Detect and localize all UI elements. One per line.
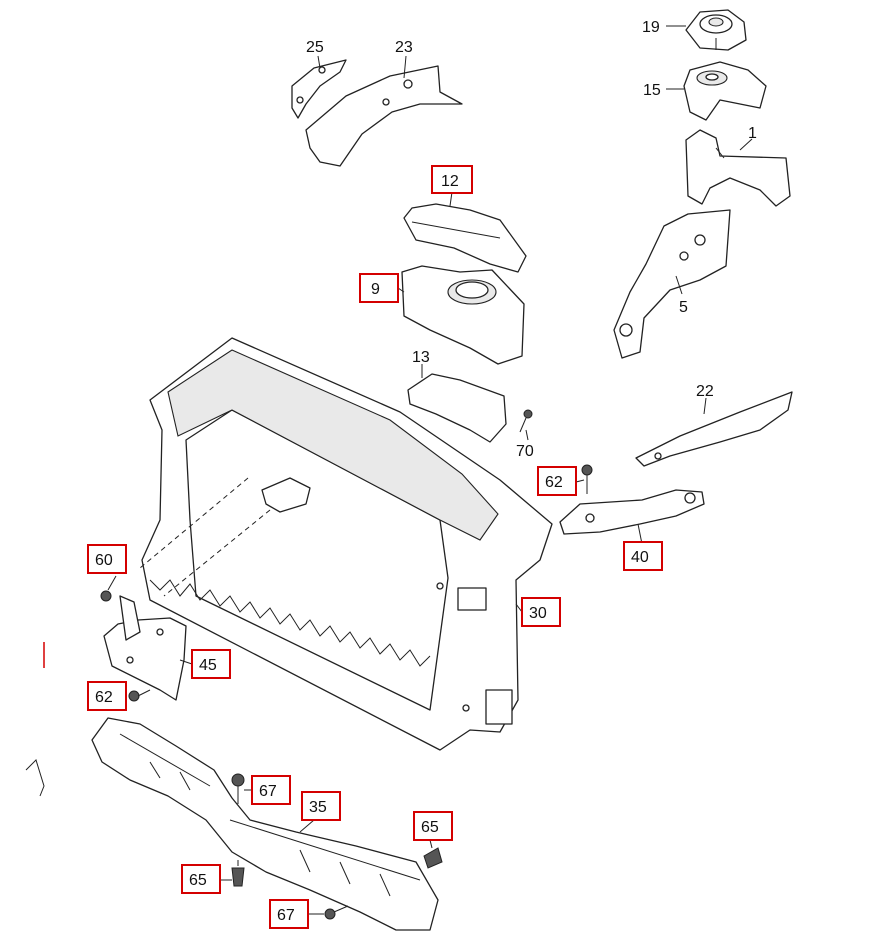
callout-13: 13 [412, 349, 430, 366]
callout-67-upper: 67 [259, 783, 277, 800]
callouts: 19 15 1 5 25 23 13 70 22 12 9 62 40 30 6… [87, 19, 757, 929]
callout-1: 1 [748, 125, 757, 142]
callout-67-lower: 67 [277, 907, 295, 924]
callout-65-left-box [181, 864, 221, 894]
callout-40: 40 [631, 549, 649, 566]
callout-70: 70 [516, 443, 534, 460]
part-62-bolt-upper [581, 464, 593, 494]
part-5-member [613, 209, 731, 359]
callout-62-upper: 62 [545, 474, 563, 491]
part-62-bolt-lower [128, 689, 151, 702]
callout-12: 12 [441, 173, 459, 190]
callout-25: 25 [306, 39, 324, 56]
callout-40-box [623, 541, 663, 571]
callout-65-right: 65 [421, 819, 439, 836]
part-12-air-duct [403, 203, 527, 273]
callout-60-box [87, 544, 127, 574]
callout-65-right-box [413, 811, 453, 841]
callout-5: 5 [679, 299, 688, 316]
callout-62-lower-box [87, 681, 127, 711]
callout-67-lower-box [269, 899, 309, 929]
callout-62-lower: 62 [95, 689, 113, 706]
part-40-bracket [559, 489, 705, 535]
callout-19: 19 [642, 19, 660, 36]
callout-45-box [191, 649, 231, 679]
callout-62-upper-box [537, 466, 577, 496]
callout-9-box [359, 273, 399, 303]
part-15-strut-tower [683, 61, 767, 121]
callout-35-box [301, 791, 341, 821]
callout-30: 30 [529, 605, 547, 622]
part-67-bolt-lower [324, 905, 349, 920]
leader-lines [179, 25, 753, 915]
part-35-bumper-bracket [91, 717, 439, 931]
part-67-bolt-upper [231, 773, 245, 804]
part-45-side-bracket [103, 595, 187, 701]
callout-45: 45 [199, 657, 217, 674]
part-9-air-guide [401, 265, 525, 365]
part-65-clip-right [423, 847, 443, 869]
callout-12-box [431, 165, 473, 194]
part-60-bolt [100, 575, 117, 602]
part-22-strip [635, 391, 793, 467]
callout-60: 60 [95, 552, 113, 569]
edge-mark [25, 759, 45, 797]
callout-35: 35 [309, 799, 327, 816]
part-23-panel [305, 65, 463, 167]
callout-67-upper-box [251, 775, 291, 805]
part-1-wheelhouse [685, 129, 791, 207]
part-30-frame [139, 337, 553, 751]
part-70-screw [519, 409, 533, 433]
callout-15: 15 [643, 82, 661, 99]
part-13-channel [407, 373, 507, 443]
callout-30-box [521, 597, 561, 627]
callout-65-left: 65 [189, 872, 207, 889]
part-65-clip-left [231, 860, 245, 887]
part-19-mount-cap [685, 9, 747, 51]
callout-23: 23 [395, 39, 413, 56]
part-25-bracket [291, 59, 347, 119]
callout-9: 9 [371, 281, 380, 298]
callout-22: 22 [696, 383, 714, 400]
